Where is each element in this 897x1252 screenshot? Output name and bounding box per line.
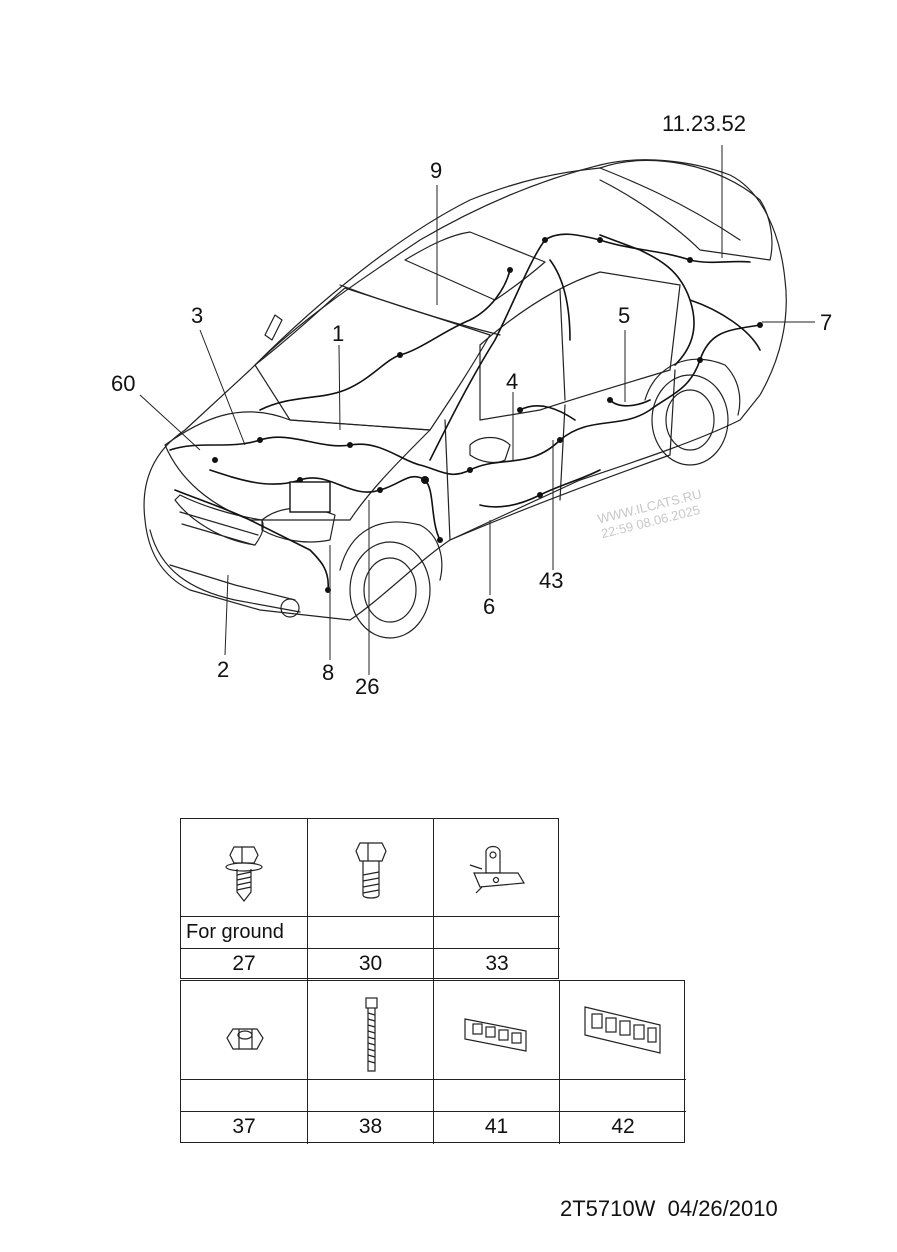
leader-1 xyxy=(338,344,341,431)
part-cell-42-image xyxy=(560,981,686,1080)
flange-bolt-with-washer-icon xyxy=(225,846,263,902)
callout-11-23-52: 11.23.52 xyxy=(662,111,747,136)
part-number-42: 42 xyxy=(611,1115,635,1138)
callout-2: 2 xyxy=(217,657,230,682)
part-note-30 xyxy=(308,917,434,949)
part-number-38: 38 xyxy=(308,1112,434,1144)
part-cell-37-image xyxy=(181,981,308,1080)
part-note-27: For ground xyxy=(181,917,308,949)
car-side-windows xyxy=(479,271,681,421)
car-front-wheel xyxy=(349,541,431,639)
part-cell-41-image xyxy=(434,981,560,1080)
part-note-37 xyxy=(181,1080,308,1112)
part-number-33: 33 xyxy=(485,952,509,975)
connector-block-4-icon xyxy=(464,1018,527,1052)
wiring-harness-main xyxy=(169,324,761,475)
callout-7: 7 xyxy=(820,310,833,335)
part-note-38 xyxy=(308,1080,434,1112)
connector-block-5-icon xyxy=(584,1006,661,1054)
car-sunroof xyxy=(404,231,546,301)
wiring-harness-rear xyxy=(549,234,761,366)
part-number-37: 37 xyxy=(181,1112,308,1144)
callout-5: 5 xyxy=(618,303,631,328)
leader-3 xyxy=(199,329,246,446)
car-hood xyxy=(164,411,431,521)
parts-table-row-2: 37 38 41 42 xyxy=(180,980,686,1144)
car-windshield xyxy=(254,287,491,431)
part-number-41: 41 xyxy=(434,1112,560,1144)
car-fog-lamp xyxy=(280,598,300,618)
car-mirror xyxy=(469,436,511,464)
part-cell-27-image xyxy=(181,819,308,917)
hex-bolt-icon xyxy=(355,842,387,899)
hex-nut-icon xyxy=(226,1028,264,1050)
car-headlight xyxy=(261,507,336,543)
car-antenna xyxy=(264,314,283,341)
wiring-harness-dash xyxy=(259,269,511,411)
part-note-33 xyxy=(434,917,560,949)
diagram-code-and-date: 2T5710W 04/26/2010 xyxy=(560,1196,778,1221)
part-note-41 xyxy=(434,1080,560,1112)
parts-table-row-1: For ground 27 30 33 xyxy=(180,818,560,980)
part-cell-33-image xyxy=(434,819,560,917)
callout-60: 60 xyxy=(111,371,136,396)
part-cell-30-image xyxy=(308,819,434,917)
car-door-lines xyxy=(444,369,676,541)
wiring-harness-front xyxy=(174,489,330,591)
car-battery xyxy=(289,481,331,513)
car-wiring-diagram xyxy=(139,145,815,675)
callout-4: 4 xyxy=(506,369,519,394)
callout-6: 6 xyxy=(483,594,496,619)
part-number-27: 27 xyxy=(181,949,308,980)
car-trunk xyxy=(599,159,773,261)
cable-tie-icon xyxy=(365,997,378,1072)
part-note-42 xyxy=(560,1080,686,1112)
leader-60 xyxy=(139,394,201,451)
leader-2 xyxy=(224,574,229,656)
callout-1: 1 xyxy=(332,321,345,346)
part-number-30: 30 xyxy=(308,949,434,980)
car-body-outline xyxy=(143,159,787,621)
part-cell-38-image xyxy=(308,981,434,1080)
wiring-harness-engine xyxy=(209,469,441,541)
callout-9: 9 xyxy=(430,158,443,183)
car-front-bumper xyxy=(149,529,301,613)
callout-8: 8 xyxy=(322,660,335,685)
callout-26: 26 xyxy=(355,674,380,699)
ground-bracket-icon xyxy=(469,845,526,894)
callout-3: 3 xyxy=(191,303,204,328)
car-rear-wheel xyxy=(651,374,729,466)
callout-43: 43 xyxy=(539,568,564,593)
